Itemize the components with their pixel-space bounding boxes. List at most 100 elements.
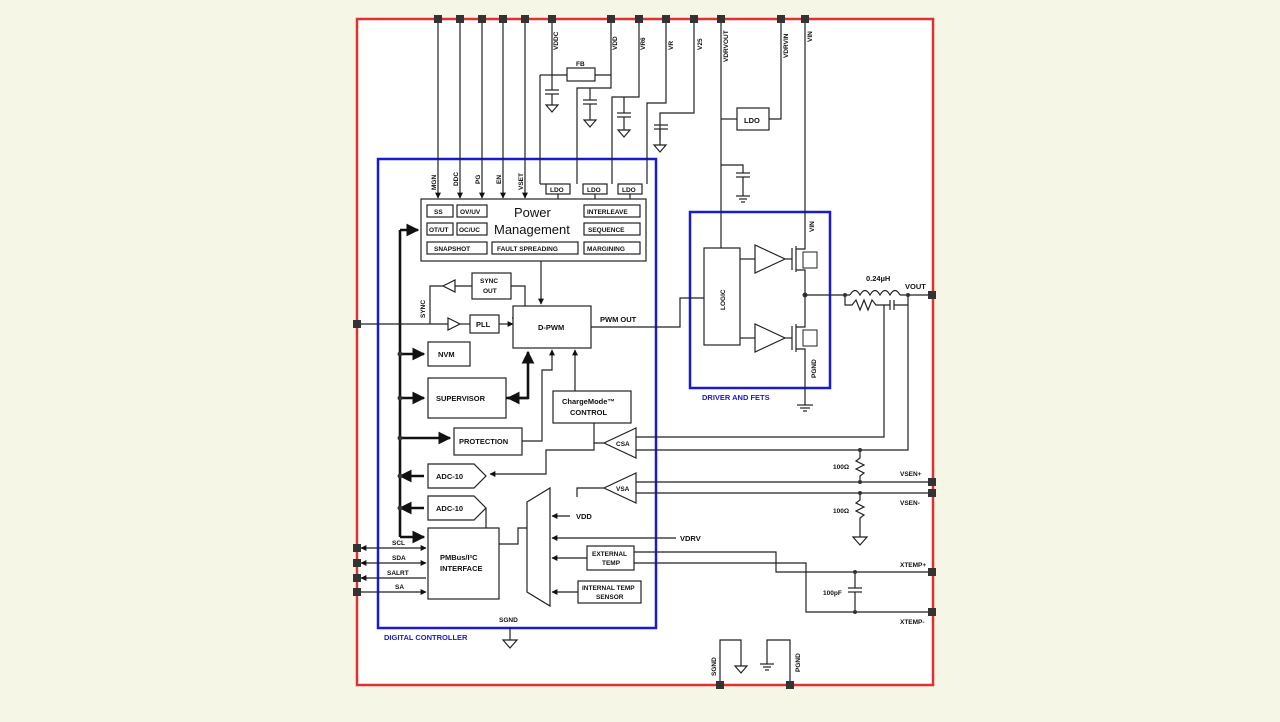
bottom-grounds: SGND PGND xyxy=(711,639,802,689)
chargemode-label-1: ChargeMode™ xyxy=(562,397,615,406)
supply-wiring: FB LDO LDO LDO xyxy=(539,23,806,248)
pm-ocuc: OC/UC xyxy=(459,227,480,234)
supervisor-label: SUPERVISOR xyxy=(436,394,486,403)
fet-vin-label: VIN xyxy=(809,221,816,232)
sync-out-box xyxy=(471,272,512,300)
internal-temp-label-2: SENSOR xyxy=(596,594,624,601)
pin-label-vin: VIN xyxy=(807,31,814,42)
sync-out-label-1: SYNC xyxy=(480,278,498,285)
sync-out-label-2: OUT xyxy=(483,288,497,295)
pm-sequence: SEQUENCE xyxy=(588,227,625,234)
pin-label-v25: V25 xyxy=(697,38,704,50)
driver-fets: LOGIC VIN PGND xyxy=(703,221,818,412)
bottom-pin-pgnd: PGND xyxy=(795,653,802,672)
ldo-small-3-label: LDO xyxy=(622,187,636,194)
pin-label-vddc: VDDC xyxy=(553,31,560,50)
xtemp-network: XTEMP+ XTEMP- 100pF xyxy=(634,551,936,626)
res-1-label: 100Ω xyxy=(833,464,849,471)
vout-label: VOUT xyxy=(905,282,926,291)
pm-pin-mgn: MGN xyxy=(431,175,438,190)
pm-pin-labels: MGN DDC PG EN VSET xyxy=(431,172,525,190)
dpwm-label: D-PWM xyxy=(538,323,564,332)
pm-interleave: INTERLEAVE xyxy=(587,209,628,216)
bus-pin-salrt: SALRT xyxy=(387,570,409,577)
pin-label-vdrvout: VDRVOUT xyxy=(723,30,730,62)
fet-pgnd-label: PGND xyxy=(811,359,818,378)
internal-temp-label-1: INTERNAL TEMP xyxy=(582,585,635,592)
xtemp-plus-label: XTEMP+ xyxy=(900,562,926,569)
digital-controller-label: DIGITAL CONTROLLER xyxy=(384,633,468,642)
pm-otut: OT/UT xyxy=(429,227,449,234)
pin-label-vr6: VR6 xyxy=(640,37,647,50)
pm-input-wires xyxy=(435,23,528,199)
cap-label: 100pF xyxy=(823,590,842,597)
adc-label-1: ADC-10 xyxy=(436,472,463,481)
top-pin-pads xyxy=(434,15,809,23)
internal-bus xyxy=(397,223,452,544)
external-temp-label-2: TEMP xyxy=(602,560,621,567)
ldo-label: LDO xyxy=(744,116,760,125)
vsen-plus-label: VSEN+ xyxy=(900,471,922,478)
sync-label: SYNC xyxy=(420,300,427,318)
pin-label-vdrvin: VDRVIN xyxy=(783,33,790,58)
protection-box xyxy=(453,427,523,456)
res-2-label: 100Ω xyxy=(833,508,849,515)
pm-title-2: Management xyxy=(494,222,570,237)
adc-blocks: ADC-10 ADC-10 xyxy=(427,463,487,521)
vsen-minus-label: VSEN- xyxy=(900,500,920,507)
driver-outline xyxy=(688,210,832,390)
sense-amps: CSA VSA xyxy=(489,427,637,504)
inductor-label: 0.24µH xyxy=(866,274,890,283)
power-management-block: Power Management SS OV/UV OT/UT OC/UC SN… xyxy=(420,198,647,262)
pm-pin-en: EN xyxy=(496,175,503,184)
xtemp-minus-label: XTEMP- xyxy=(900,619,925,626)
pm-ss: SS xyxy=(434,209,443,216)
pm-pin-pg: PG xyxy=(475,175,482,184)
pmbus-label-1: PMBus/I²C xyxy=(440,553,478,562)
nvm-box xyxy=(427,341,471,367)
vsen-network: VSEN+ VSEN- 100Ω 100Ω xyxy=(636,448,936,546)
pin-label-vdd: VDD xyxy=(612,36,619,50)
logic-label: LOGIC xyxy=(720,289,727,310)
bus-pin-sda: SDA xyxy=(392,555,406,562)
pmbus-label-2: INTERFACE xyxy=(440,564,483,573)
pin-label-vr: VR xyxy=(668,41,675,50)
pm-snapshot: SNAPSHOT xyxy=(434,246,470,253)
vsa-label: VSA xyxy=(616,486,630,493)
protection-label: PROTECTION xyxy=(459,437,508,446)
output-stage: 0.24µH VOUT xyxy=(636,274,936,451)
vdrv-label: VDRV xyxy=(680,534,701,543)
bottom-pin-sgnd: SGND xyxy=(711,657,718,676)
fb-label: FB xyxy=(576,61,585,68)
pm-pin-ddc: DDC xyxy=(453,172,460,186)
dpwm-block: D-PWM PWM OUT xyxy=(512,261,704,349)
csa-label: CSA xyxy=(616,441,630,448)
top-pin-labels: VDDC VDD VR6 VR V25 VDRVOUT VDRVIN VIN xyxy=(553,30,814,62)
pwm-out-label: PWM OUT xyxy=(600,315,637,324)
logic-box xyxy=(703,247,741,346)
pmbus-block: PMBus/I²C INTERFACE SCL SDA SALRT SA xyxy=(353,527,500,600)
adc-label-2: ADC-10 xyxy=(436,504,463,513)
pm-title-1: Power xyxy=(514,205,552,220)
pm-pin-vset: VSET xyxy=(518,173,525,190)
nvm-label: NVM xyxy=(438,350,455,359)
supervisor-box xyxy=(427,377,507,419)
fb-box xyxy=(566,67,596,82)
bus-pin-scl: SCL xyxy=(392,540,405,547)
ldo-small-2-label: LDO xyxy=(587,187,601,194)
chargemode-label-2: CONTROL xyxy=(570,408,607,417)
pm-fault-spreading: FAULT SPREADING xyxy=(497,246,558,253)
sync-pll: SYNC SYNC OUT PLL xyxy=(353,272,526,334)
pll-label: PLL xyxy=(476,320,491,329)
pm-margining: MARGINING xyxy=(587,246,625,253)
bus-pin-sa: SA xyxy=(395,584,404,591)
driver-label: DRIVER AND FETS xyxy=(702,393,770,402)
sgnd-label: SGND xyxy=(499,617,518,624)
chargemode-box xyxy=(552,390,632,424)
external-temp-label-1: EXTERNAL xyxy=(592,551,627,558)
vdd-label: VDD xyxy=(576,512,592,521)
digital-controller-outline xyxy=(376,157,658,630)
mux: VDD VDRV xyxy=(485,486,701,608)
